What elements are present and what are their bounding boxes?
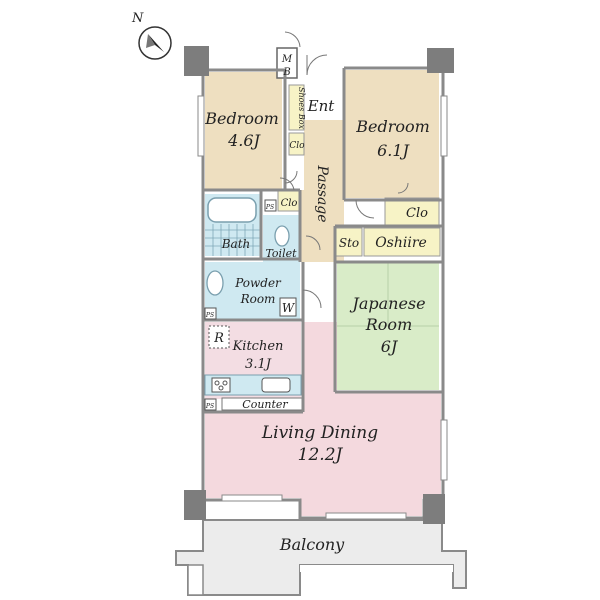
balcony-notch-left [187, 564, 204, 596]
compass-letter: N [131, 11, 144, 26]
meter-box-label-top: M [281, 54, 293, 65]
japanese-room-line2: Room [365, 315, 412, 334]
kitchen-sink-icon [261, 377, 291, 393]
bedroom-right-floor [345, 70, 439, 198]
bathtub-icon [207, 197, 257, 223]
kitchen-name: Kitchen [232, 339, 284, 354]
bath-label: Bath [221, 237, 251, 251]
living-dining-size: 12.2J [298, 445, 344, 465]
storage-box [335, 227, 363, 257]
entrance-label: Ent [307, 97, 336, 115]
ps-label-1: PS [265, 204, 274, 211]
entrance-floor [306, 75, 344, 120]
door-swings [279, 31, 409, 309]
pipe-spaces [204, 199, 277, 411]
japanese-room-size: 6J [381, 337, 399, 356]
toilet-icon [274, 225, 290, 247]
kitchen-size: 3.1J [245, 357, 272, 372]
japanese-room-line1: Japanese [349, 294, 425, 313]
bedroom-right-name: Bedroom [355, 117, 430, 136]
balcony-area [175, 519, 467, 596]
windows [197, 95, 448, 520]
column-top-right [427, 48, 454, 73]
powder-room-line1: Powder [234, 276, 282, 290]
column-bottom-right [423, 494, 445, 524]
closet-entry-label: Clo [289, 141, 305, 151]
closet-entry-box [288, 132, 305, 156]
closet-right-label: Clo [406, 206, 428, 221]
refrigerator-box [208, 325, 230, 349]
sink-icon [206, 270, 224, 296]
oshiire-label: Oshiire [375, 235, 427, 251]
structural-columns [184, 46, 454, 524]
bedroom-right-size: 6.1J [377, 141, 410, 160]
oshiire-box [363, 227, 441, 257]
washer-box [279, 297, 297, 317]
closet-right-box [384, 197, 440, 226]
column-top-left [184, 46, 209, 76]
ps-label-3: PS [205, 403, 214, 410]
shoes-box-label: Shoes Box [297, 87, 306, 130]
ps-label-2: PS [205, 312, 214, 319]
balcony-notch-right [300, 565, 453, 572]
living-dining-name: Living Dining [261, 423, 378, 443]
ps-box-2 [204, 307, 217, 320]
washer-label: W [282, 301, 296, 315]
storage-label: Sto [339, 236, 359, 250]
refrigerator-label: R [213, 331, 224, 346]
ps-box-1 [264, 199, 277, 212]
stove-burners-icon [214, 380, 228, 391]
tatami-lines [337, 262, 439, 327]
column-bottom-left [184, 490, 206, 520]
bedroom-left-size: 4.6J [227, 131, 261, 150]
bedroom-left-floor [205, 72, 282, 189]
passage-label: Passage [314, 164, 330, 222]
compass-icon: N [131, 11, 172, 60]
bath-tile-grid [205, 224, 260, 256]
balcony-label: Balcony [279, 535, 345, 554]
bedroom-left-name: Bedroom [204, 109, 279, 128]
powder-room-line2: Room [240, 292, 276, 306]
ps-box-3 [204, 398, 217, 411]
meter-box-label-bottom: B [282, 67, 290, 78]
counter-label: Counter [242, 398, 288, 411]
toilet-label: Toilet [265, 247, 297, 260]
compass-needle-shade [146, 34, 155, 48]
closet-left-label: Clo [281, 198, 298, 209]
shoes-box [288, 84, 305, 131]
passage-floor [300, 120, 344, 262]
compass-needle [148, 34, 164, 52]
living-dining-floor [205, 322, 441, 516]
balcony-floor [175, 519, 467, 596]
